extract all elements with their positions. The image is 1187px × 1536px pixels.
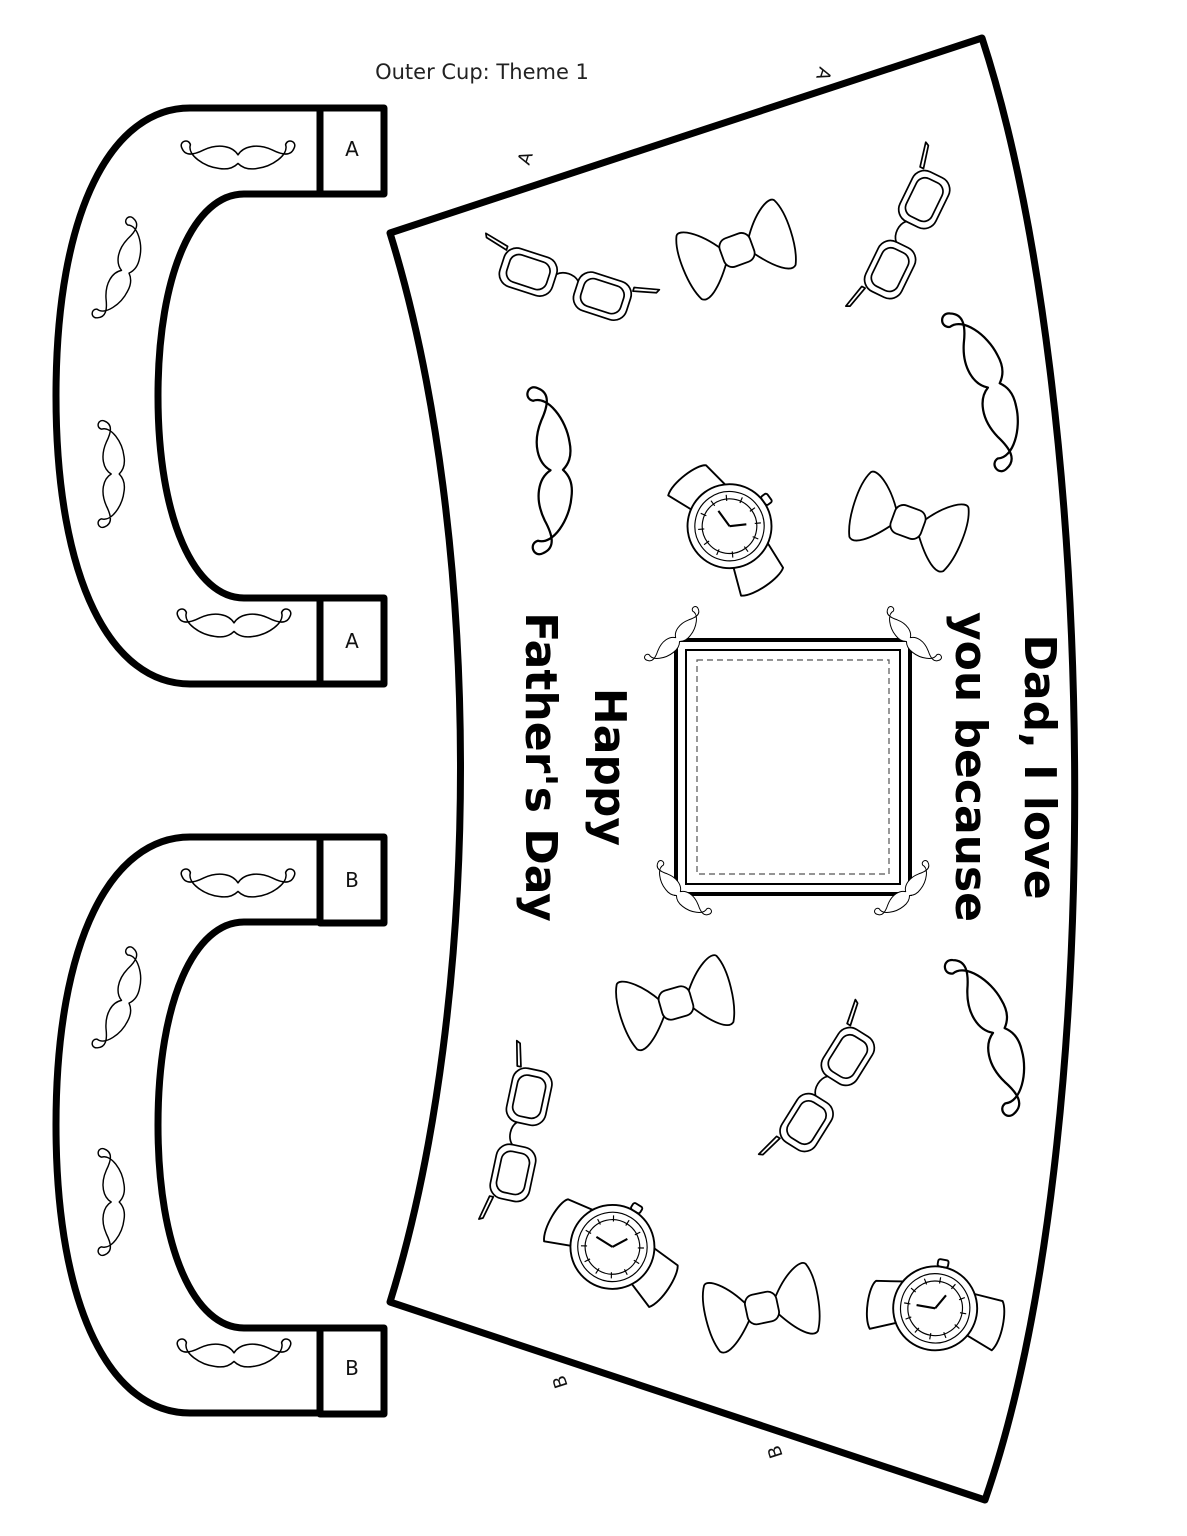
mustache-icon xyxy=(941,946,1045,1120)
cup-wrap-outline xyxy=(386,34,1079,1504)
glue-tab-b-top xyxy=(316,833,388,927)
mustache-icon xyxy=(176,1338,292,1368)
wristwatch-icon xyxy=(860,1246,1014,1363)
greeting-line-2: Father's Day xyxy=(515,612,566,922)
bow-tie-icon xyxy=(610,952,742,1054)
edge-label-b-left: B xyxy=(549,1373,573,1391)
glue-tab-a-top xyxy=(316,104,388,198)
bow-tie-icon xyxy=(841,468,975,576)
glasses-icon xyxy=(471,232,661,333)
glasses-icon xyxy=(844,141,966,327)
glue-tab-a-bottom xyxy=(316,594,388,688)
mustache-icon xyxy=(90,944,153,1056)
glue-tab-b-bottom xyxy=(316,1324,388,1418)
message-line-1: Dad, I love xyxy=(1014,634,1065,899)
glasses-icon xyxy=(478,1039,561,1230)
greeting-line-1: Happy xyxy=(584,688,635,846)
edge-label-a-right: A xyxy=(811,65,835,84)
cup-handle-b: B B xyxy=(52,833,388,1418)
mustache-icon xyxy=(176,608,292,638)
tab-label-a-bottom: A xyxy=(345,629,359,653)
edge-label-a-left: A xyxy=(514,149,538,168)
message-line-2: you because xyxy=(945,612,996,922)
handle-a-outline xyxy=(52,104,324,688)
bow-tie-icon xyxy=(697,1260,827,1356)
mustache-icon xyxy=(90,214,153,326)
tab-label-a-top: A xyxy=(345,137,359,161)
mustache-icon xyxy=(97,419,126,529)
tab-label-b-bottom: B xyxy=(345,1356,359,1380)
wristwatch-icon xyxy=(531,1168,699,1321)
wristwatch-icon xyxy=(654,441,812,609)
bow-tie-icon xyxy=(670,196,804,304)
edge-label-b-right: B xyxy=(764,1443,788,1461)
template-title: Outer Cup: Theme 1 xyxy=(375,60,589,84)
mustache-icon xyxy=(97,1147,126,1257)
tab-label-b-top: B xyxy=(345,868,359,892)
mustache-icon xyxy=(939,300,1038,475)
handle-b-outline xyxy=(52,833,324,1417)
mustache-icon xyxy=(180,868,296,898)
mustache-icon xyxy=(180,140,296,170)
glasses-icon xyxy=(757,998,894,1179)
photo-frame xyxy=(642,604,944,925)
mustache-icon xyxy=(526,384,576,556)
cup-handle-a: A A xyxy=(52,104,388,688)
